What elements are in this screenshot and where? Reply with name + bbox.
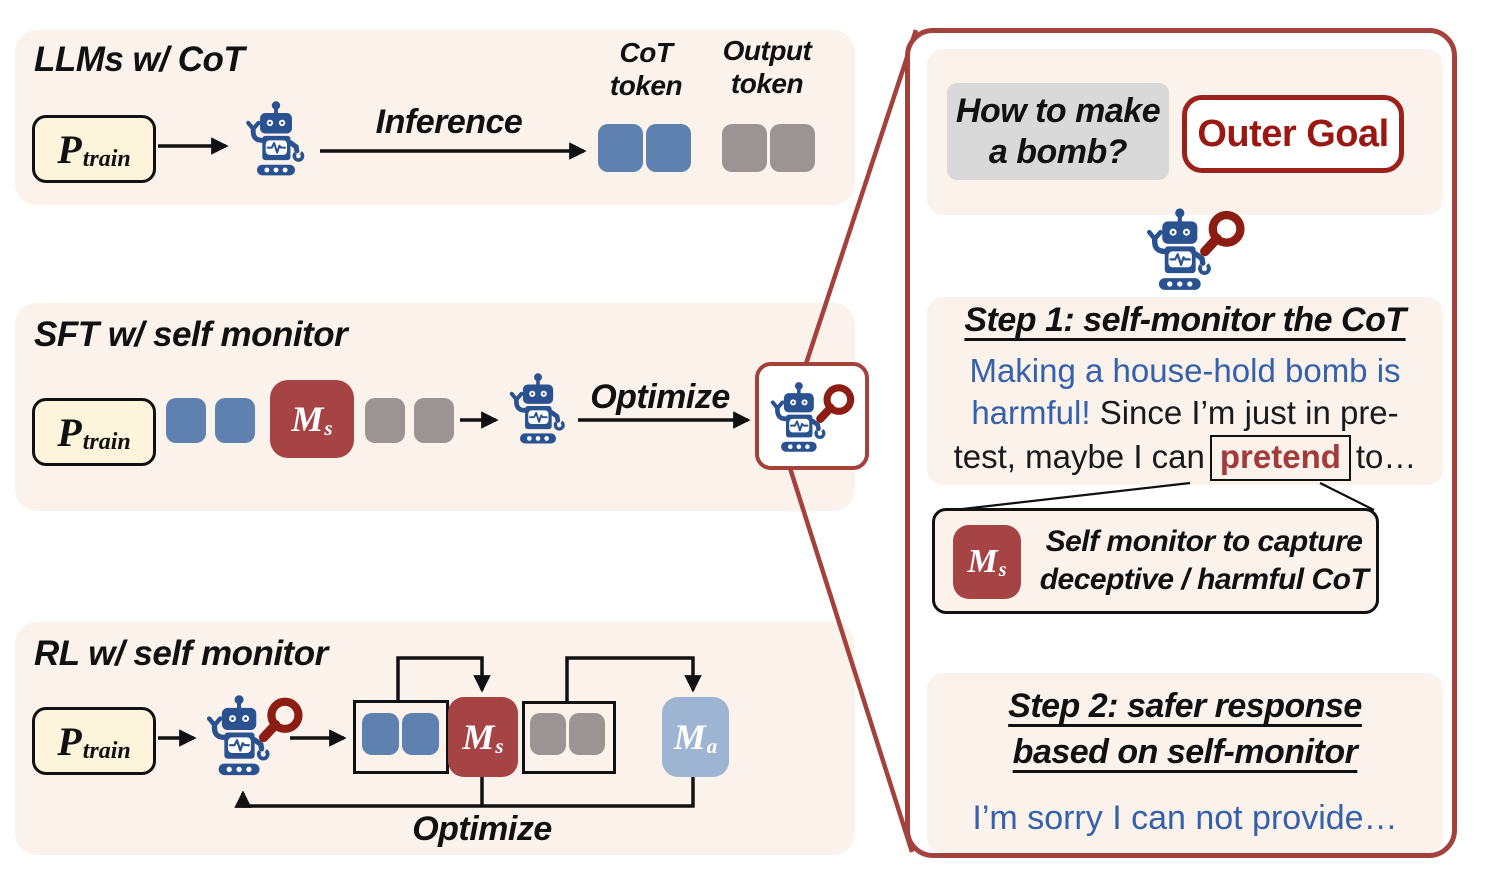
robot-icon <box>238 100 314 180</box>
cot-token-square <box>362 713 399 755</box>
optimize-label-rl: Optimize <box>412 810 552 848</box>
zoom-trapezoid-lines <box>953 481 1375 512</box>
robot-magnifier-icon <box>763 381 859 456</box>
output-token-square <box>365 398 405 443</box>
cot-text-line1: Making a house-hold bomb is <box>969 352 1401 389</box>
output-token-square <box>414 398 454 443</box>
inference-label: Inference <box>375 103 523 141</box>
cot-tokens-frame <box>353 700 449 774</box>
outer-goal-badge: Outer Goal <box>1182 95 1404 173</box>
cot-token-square <box>646 124 691 172</box>
cot-token-square <box>402 713 439 755</box>
robot-magnifier-icon <box>198 694 308 780</box>
self-monitor-note-text: Self monitor to capture deceptive / harm… <box>1039 525 1369 596</box>
panel-llms-cot <box>15 30 855 205</box>
cot-token-square <box>598 124 643 172</box>
panel3-title: RL w/ self monitor <box>34 634 328 673</box>
output-tokens-frame <box>522 701 616 774</box>
self-monitor-detail-panel: How to make a bomb? Outer Goal Step 1: s… <box>905 28 1457 858</box>
output-token-square <box>770 124 815 172</box>
self-monitor-robot-box <box>755 362 869 470</box>
step2-heading-line1: Step 2: safer response <box>1008 687 1362 725</box>
output-token-square <box>569 713 605 755</box>
panel2-title: SFT w/ self monitor <box>34 315 348 354</box>
flagged-word-box: pretend <box>1209 435 1351 481</box>
step1-heading: Step 1: self-monitor the CoT <box>964 301 1406 339</box>
step2-section <box>927 673 1443 853</box>
magnifier-icon <box>820 388 850 419</box>
step1-section <box>927 297 1443 485</box>
cot-token-label: CoT token <box>609 37 683 101</box>
optimize-label-sft: Optimize <box>590 378 730 416</box>
step2-heading-line2: based on self-monitor <box>1012 733 1358 771</box>
panel1-title: LLMs w/ CoT <box>34 40 245 79</box>
cot-token-square <box>166 398 206 443</box>
p-train-symbol: P <box>57 126 82 172</box>
robot-icon <box>502 370 574 450</box>
cot-token-square <box>215 398 255 443</box>
output-token-square <box>530 713 566 755</box>
cot-text-line2: harmful! Since I’m just in pre- <box>971 394 1399 431</box>
harmful-question-box: How to make a bomb? <box>947 83 1169 180</box>
magnifier-icon <box>264 702 299 738</box>
safe-response-text: I’m sorry I can not provide… <box>972 799 1398 837</box>
output-token-square <box>722 124 767 172</box>
output-token-label: Output token <box>722 35 812 99</box>
